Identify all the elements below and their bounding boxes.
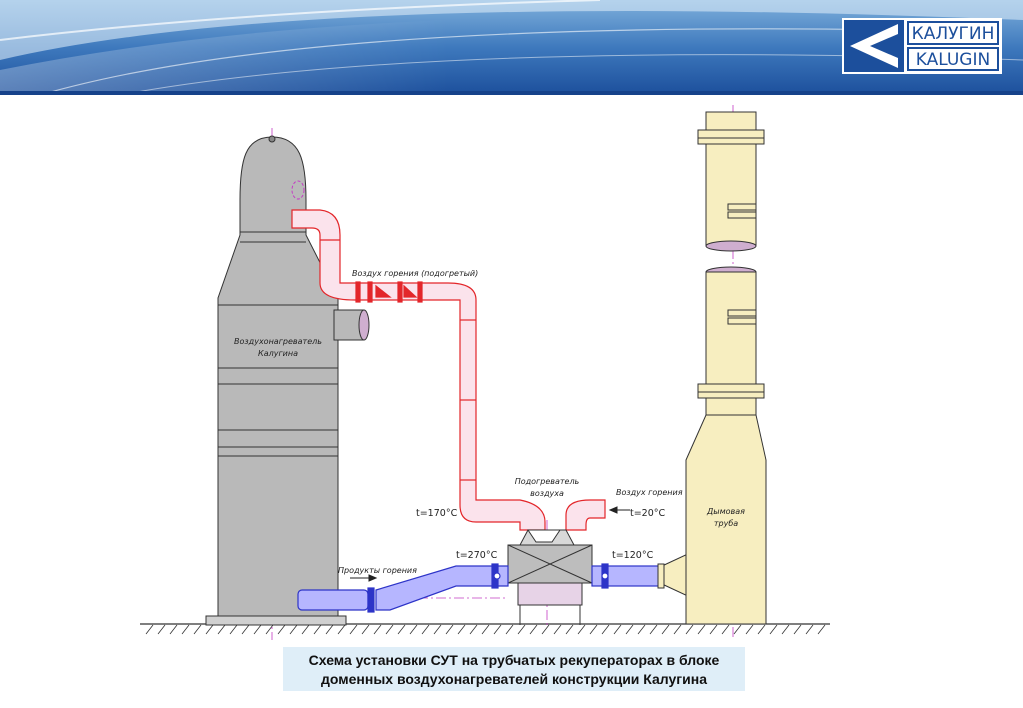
preheater-label-2: воздуха xyxy=(530,489,564,498)
heater-label-2: Калугина xyxy=(258,349,298,358)
flue-gas-label: Продукты горения xyxy=(338,566,417,575)
temp-hot-air: t=170°С xyxy=(416,508,458,519)
caption-line-2: доменных воздухонагревателей конструкции… xyxy=(321,671,707,687)
cold-air-label: Воздух горения xyxy=(616,488,683,497)
chimney-label-2: труба xyxy=(714,519,738,528)
hot-air-pipe xyxy=(291,209,606,531)
air-preheater xyxy=(507,529,593,625)
heater-label-1: Воздухонагреватель xyxy=(234,337,322,346)
flue-gas-pipe-out xyxy=(591,563,661,589)
caption-line-1: Схема установки СУТ на трубчатых рекупер… xyxy=(308,652,720,668)
flue-gas-pipe-in xyxy=(297,563,509,613)
chimney xyxy=(685,111,767,625)
diagram-labels: Воздухонагреватель Калугина Воздух горен… xyxy=(234,269,745,575)
temp-cold-air: t=20°С xyxy=(630,508,666,519)
temp-flue-in: t=270°С xyxy=(456,550,498,561)
chimney-label-1: Дымовая xyxy=(706,507,745,516)
air-heater xyxy=(205,135,370,626)
preheater-label-1: Подогреватель xyxy=(515,477,580,486)
centerlines xyxy=(271,105,734,640)
installation-diagram: Воздухонагреватель Калугина Воздух горен… xyxy=(140,105,830,640)
logo-text-ru: КАЛУГИН xyxy=(912,24,995,44)
temperature-labels: t=170°С t=20°С t=270°С t=120°С xyxy=(416,508,666,561)
logo-text-en: KALUGIN xyxy=(916,50,990,70)
flow-arrows xyxy=(350,506,630,582)
caption: Схема установки СУТ на трубчатых рекупер… xyxy=(283,647,745,691)
kalugin-logo: КАЛУГИН KALUGIN xyxy=(842,18,1002,74)
hot-air-label: Воздух горения (подогретый) xyxy=(352,269,478,278)
temp-flue-out: t=120°С xyxy=(612,550,654,561)
